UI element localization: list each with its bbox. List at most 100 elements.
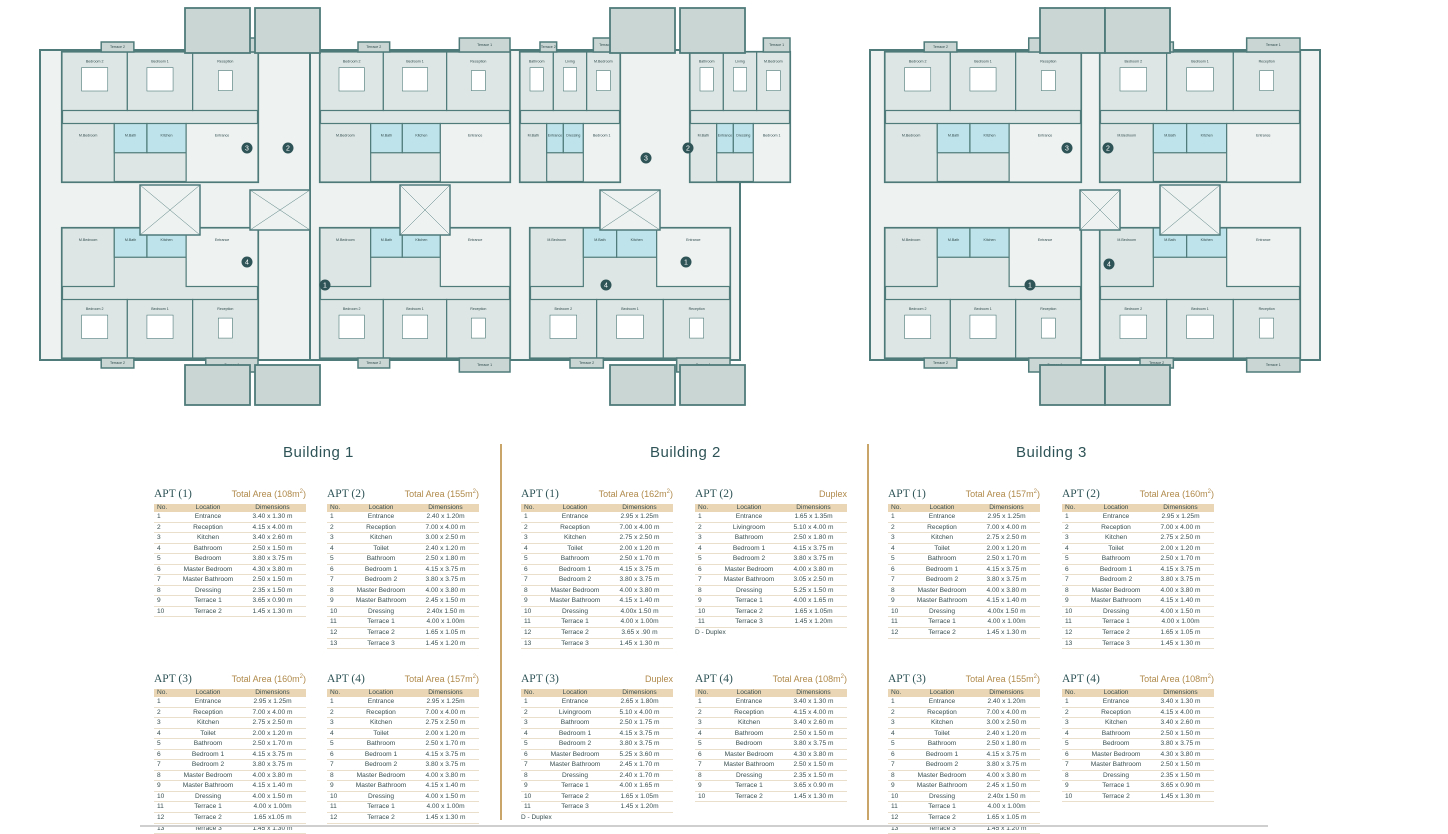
entrance-room bbox=[1008, 227, 1082, 288]
col-header-no: No. bbox=[1062, 504, 1085, 512]
room-location: Terrace 1 bbox=[177, 801, 239, 813]
room-dimensions: 4.00 x 3.80 m bbox=[780, 564, 847, 576]
room-number: 1 bbox=[521, 512, 544, 523]
room-location: Master Bedroom bbox=[911, 770, 973, 782]
room-dimensions: 2.95 x 1.25m bbox=[1147, 512, 1214, 523]
room-location: Master Bedroom bbox=[177, 564, 239, 576]
room-number: 3 bbox=[327, 532, 350, 544]
room-number: 7 bbox=[521, 574, 544, 586]
table-note: D - Duplex bbox=[521, 814, 552, 822]
apartment-area: Duplex bbox=[644, 674, 673, 684]
room-location: Terrace 1 bbox=[1085, 780, 1147, 792]
room-label: Bedroom 1 bbox=[1191, 307, 1209, 311]
apartment-name: APT (2) bbox=[327, 488, 365, 500]
col-header-dimensions: Dimensions bbox=[973, 689, 1040, 697]
room-location: Dressing bbox=[911, 606, 973, 618]
room-location: Kitchen bbox=[911, 717, 973, 729]
room-dimensions: 2.50 x 1.70 m bbox=[239, 738, 306, 750]
room-location: Dressing bbox=[718, 585, 780, 597]
room-location: Bathroom bbox=[1085, 728, 1147, 740]
terrace bbox=[1245, 357, 1301, 373]
room-dimensions: 2.40x 1.50 m bbox=[412, 606, 479, 618]
room-dimensions: 2.45 x 1.50 m bbox=[973, 780, 1040, 792]
room-label: Bedroom 2 bbox=[909, 307, 927, 311]
terrace-block bbox=[1039, 7, 1106, 54]
room-location: Reception bbox=[350, 707, 412, 719]
room-dimensions: 1.45 x 1.20m bbox=[780, 616, 847, 628]
room-dimensions: 3.65 x 0.90 m bbox=[1147, 780, 1214, 792]
col-header-location: Location bbox=[544, 689, 606, 697]
bed bbox=[338, 67, 365, 92]
room-location: Reception bbox=[1085, 522, 1147, 534]
apartment-marker-number: 4 bbox=[1107, 262, 1111, 269]
room-location: Bathroom bbox=[350, 738, 412, 750]
apartment-header: APT (3)Duplex bbox=[521, 673, 673, 689]
room-location: Entrance bbox=[177, 512, 239, 523]
room-dimensions: 2.95 x 1.25m bbox=[973, 512, 1040, 523]
room-number: 12 bbox=[888, 812, 911, 824]
room-location: Bathroom bbox=[718, 728, 780, 740]
apartment-area: Total Area (160m2) bbox=[1139, 489, 1214, 499]
dining-table bbox=[1259, 317, 1274, 339]
dining-table bbox=[218, 70, 233, 91]
room-number: 1 bbox=[695, 697, 718, 708]
room-number: 8 bbox=[1062, 585, 1085, 597]
room-location: Reception bbox=[177, 522, 239, 534]
room-label: M.Bedroom bbox=[547, 238, 566, 242]
room-number: 4 bbox=[154, 728, 177, 740]
building-divider bbox=[867, 444, 869, 820]
apartment-area: Total Area (108m2) bbox=[231, 489, 306, 499]
room-number: 3 bbox=[521, 532, 544, 544]
room-number: 5 bbox=[888, 738, 911, 750]
room-dimensions: 1.45 x 1.30 m bbox=[239, 606, 306, 618]
kitchen-room bbox=[969, 227, 1010, 258]
col-header-no: No. bbox=[888, 689, 911, 697]
apartment-marker-number: 1 bbox=[323, 283, 327, 290]
room-number: 1 bbox=[327, 697, 350, 708]
room-dimensions: 3.65 x .90 m bbox=[606, 627, 673, 639]
room-location: Bathroom bbox=[718, 532, 780, 544]
terrace bbox=[539, 41, 558, 53]
bed bbox=[904, 314, 932, 339]
room-dimensions: 7.00 x 4.00 m bbox=[606, 522, 673, 534]
terrace-block bbox=[609, 7, 676, 54]
room-label: M.Bedroom bbox=[336, 134, 355, 138]
room-dimensions: 3.80 x 3.75 m bbox=[973, 574, 1040, 586]
room-location: Bedroom 2 bbox=[350, 574, 412, 586]
room-dimensions: 1.45 x 1.30 m bbox=[412, 812, 479, 824]
bed bbox=[699, 67, 714, 92]
room-number: 11 bbox=[1062, 616, 1085, 628]
dining-table bbox=[596, 70, 611, 91]
entrance-room bbox=[1008, 122, 1082, 183]
master-bedroom-room bbox=[1099, 227, 1154, 288]
bed bbox=[402, 314, 428, 339]
apartment-marker-number: 2 bbox=[686, 146, 690, 153]
terrace bbox=[923, 357, 958, 369]
room-dimensions: 3.80 x 3.75 m bbox=[780, 738, 847, 750]
terrace bbox=[100, 357, 135, 369]
room-location: Terrace 2 bbox=[1085, 791, 1147, 803]
room-dimensions: 2.95 x 1.25m bbox=[606, 512, 673, 523]
room-location: Bedroom 2 bbox=[177, 759, 239, 771]
apartment-area: Total Area (108m2) bbox=[772, 674, 847, 684]
room-number: 4 bbox=[888, 728, 911, 740]
